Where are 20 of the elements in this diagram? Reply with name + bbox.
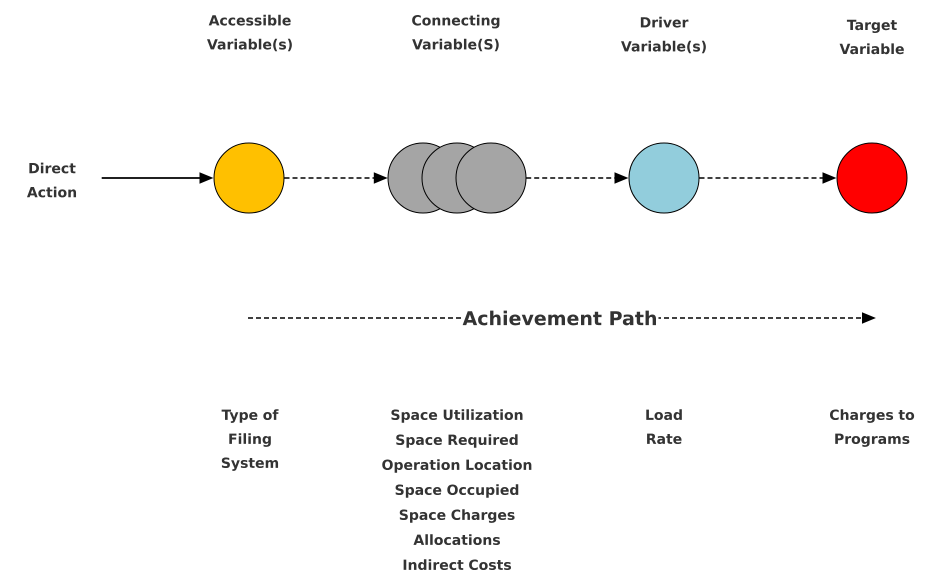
example-text: Charges to Programs (830, 409, 914, 447)
path-label: Achievement Path (462, 310, 658, 326)
column-heading: Driver Variable(s) (621, 16, 706, 54)
column-heading: Accessible Variable(s) (207, 14, 292, 52)
example-text: Indirect Costs (404, 559, 511, 570)
example-text: Operation Location (382, 459, 532, 473)
circle (836, 142, 908, 214)
circle (628, 142, 700, 214)
example-text: Allocations (413, 534, 500, 546)
example-text: Space Occupied (396, 484, 518, 498)
column-heading: Target Variable (840, 20, 904, 54)
example-text: Space Required (396, 434, 518, 448)
example-text: Space Charges (400, 509, 515, 523)
example-text: Type of Filing System (222, 409, 279, 471)
example-text: Load Rate (646, 409, 682, 444)
stacked-circles (388, 142, 526, 214)
circle (214, 142, 284, 214)
text-label: Direct Action (26, 162, 76, 198)
example-text: Space Utilization (391, 409, 522, 423)
column-heading: Connecting Variable(S) (412, 14, 500, 52)
